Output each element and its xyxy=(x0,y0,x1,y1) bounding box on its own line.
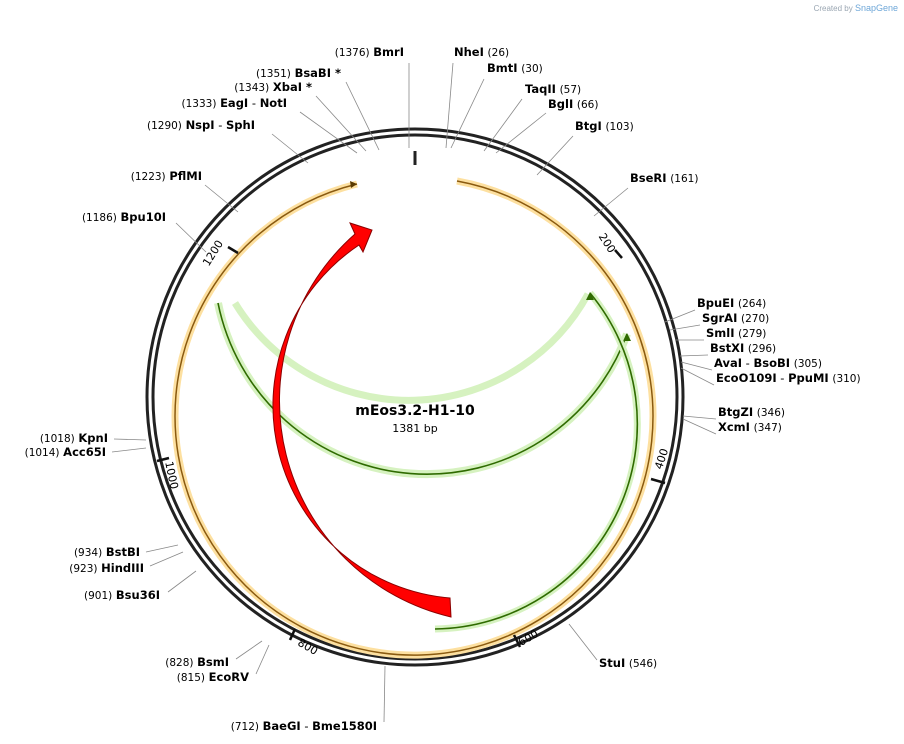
tick-mark xyxy=(512,634,522,648)
tick-mark xyxy=(227,245,239,255)
enzyme-site-label: (934) BstBI xyxy=(74,545,140,559)
enzyme-site-label: NheI (26) xyxy=(454,45,509,59)
enzyme-site-label: AvaI - BsoBI (305) xyxy=(714,356,822,370)
enzyme-site-label: (1018) KpnI xyxy=(40,431,108,445)
enzyme-site-label: TaqII (57) xyxy=(525,82,581,96)
enzyme-site-label: BstXI (296) xyxy=(710,341,776,355)
enzyme-site-label: (1014) Acc65I xyxy=(25,445,106,459)
enzyme-leader-line xyxy=(680,367,715,386)
enzyme-leader-line xyxy=(345,81,380,151)
credit-prefix: Created by xyxy=(813,4,853,13)
enzyme-site-label: EcoO109I - PpuMI (310) xyxy=(716,371,861,385)
enzyme-site-label: SmlI (279) xyxy=(706,326,766,340)
meos3-2-label: mEos3.2 xyxy=(212,438,231,486)
enzyme-site-label: (712) BaeGI - Bme1580I xyxy=(231,719,377,733)
enzyme-leader-line xyxy=(299,111,358,154)
tick-label: 1000 xyxy=(162,460,181,490)
enzyme-leader-line xyxy=(669,324,701,331)
enzyme-site-label: StuI (546) xyxy=(599,656,657,670)
enzyme-leader-line xyxy=(111,447,147,453)
enzyme-site-label: BmtI (30) xyxy=(487,61,543,75)
enzyme-leader-line xyxy=(664,309,696,323)
enzyme-leader-line xyxy=(235,640,263,660)
enzyme-site-label: (1351) BsaBI * xyxy=(256,66,341,80)
enzyme-site-label: (828) BsmI xyxy=(165,655,229,669)
enzyme-site-label: (1333) EagI - NotI xyxy=(182,96,288,110)
enzyme-site-label: BtgI (103) xyxy=(575,119,634,133)
enzyme-leader-line xyxy=(145,544,179,553)
snapgene-credit: Created by SnapGene xyxy=(814,3,898,13)
enzyme-site-label: (1223) PflMI xyxy=(131,169,202,183)
enzyme-leader-line xyxy=(167,570,197,593)
enzyme-site-label: (923) HindIII xyxy=(69,561,144,575)
tick-label: 200 xyxy=(596,231,618,256)
enzyme-site-label: (1376) BmrI xyxy=(335,45,404,59)
enzyme-leader-line xyxy=(271,133,309,164)
enzyme-site-label: (1343) XbaI * xyxy=(234,80,312,94)
tick-mark xyxy=(156,456,170,463)
enzyme-leader-line xyxy=(383,665,386,723)
enzyme-leader-line xyxy=(204,184,239,213)
enzyme-leader-line xyxy=(679,354,709,357)
enzyme-leader-line xyxy=(483,98,523,152)
enzyme-leader-line xyxy=(450,78,485,149)
plasmid-name: mEos3.2-H1-10 xyxy=(355,403,475,419)
enzyme-site-label: BtgZI (346) xyxy=(718,405,785,419)
plasmid-length: 1381 bp xyxy=(392,422,437,435)
enzyme-leader-line xyxy=(682,415,717,420)
enzyme-leader-line xyxy=(315,95,367,152)
enzyme-leader-line xyxy=(445,62,454,149)
enzyme-site-label: (901) Bsu36I xyxy=(84,588,160,602)
enzyme-site-label: XcmI (347) xyxy=(718,420,782,434)
enzyme-site-label: (1186) Bpu10I xyxy=(82,210,166,224)
enzyme-leader-line xyxy=(593,187,629,217)
orange-feature-arcs xyxy=(171,177,657,659)
enzyme-leader-line xyxy=(536,135,574,176)
green-feature-arcs xyxy=(214,290,641,633)
enzyme-leader-line xyxy=(568,623,598,661)
meos3-2-cds-arrow: mEos3.2 xyxy=(212,222,452,618)
enzyme-leader-line xyxy=(680,361,713,371)
enzyme-site-label: (1290) NspI - SphI xyxy=(147,118,255,132)
enzyme-leader-line xyxy=(175,222,207,253)
enzyme-site-label: BpuEI (264) xyxy=(697,296,766,310)
tick-label: 400 xyxy=(652,447,671,471)
enzyme-leader-line xyxy=(113,438,147,441)
tick-mark xyxy=(614,249,623,259)
enzyme-site-label: BglI (66) xyxy=(548,97,598,111)
tick-mark xyxy=(650,477,666,485)
enzyme-site-label: BseRI (161) xyxy=(630,171,698,185)
enzyme-site-label: (815) EcoRV xyxy=(177,670,249,684)
backbone-outer-circle xyxy=(145,127,685,667)
enzyme-leader-line xyxy=(255,644,270,675)
tick-mark xyxy=(288,628,297,641)
enzyme-leader-line xyxy=(149,551,184,567)
enzyme-site-label: SgrAI (270) xyxy=(702,311,769,325)
snapgene-logo: SnapGene xyxy=(854,3,898,13)
enzyme-leader-line xyxy=(682,418,717,435)
enzyme-leader-line xyxy=(495,112,547,154)
backbone-inner-circle xyxy=(151,133,679,661)
